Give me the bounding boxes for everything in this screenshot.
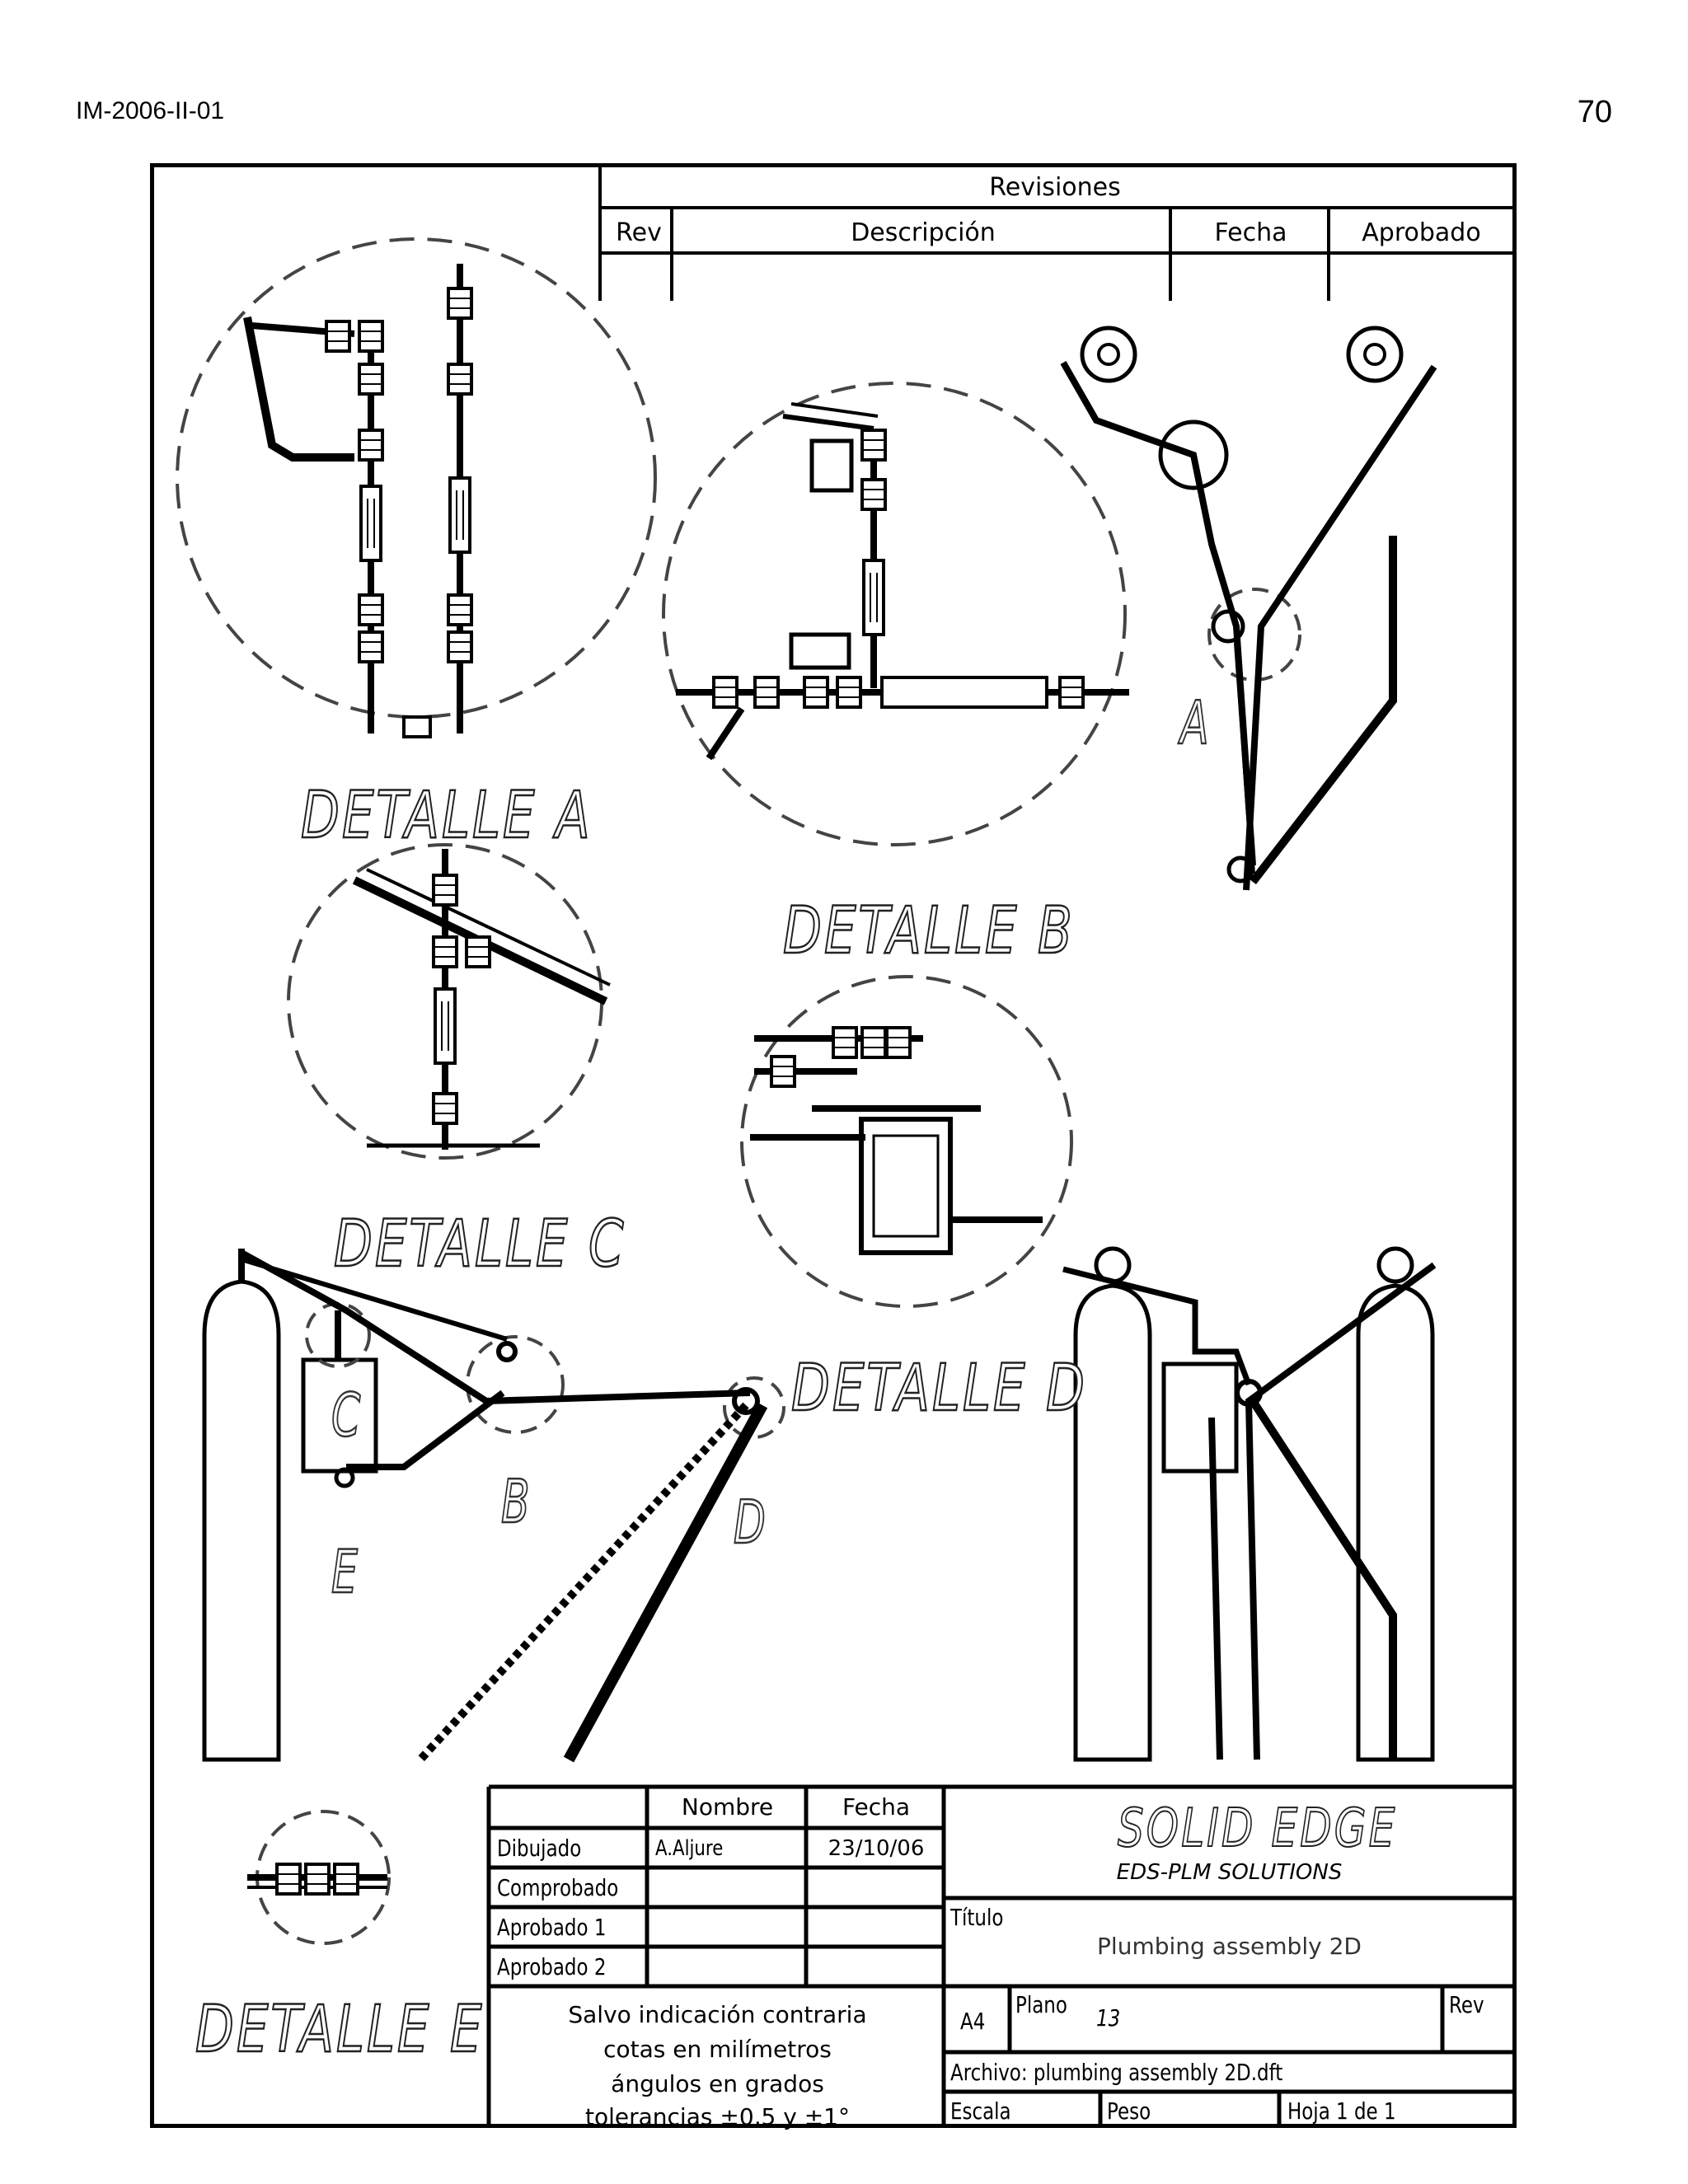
tb-archivo: Archivo: plumbing assembly 2D.dft — [950, 2059, 1283, 2086]
tb-row-nombre: A.Aljure — [655, 1836, 724, 1861]
detail-d-label: DETALLE D — [790, 1351, 1087, 1427]
revisions-col-fecha: Fecha — [1214, 218, 1287, 247]
tb-col-fecha: Fecha — [842, 1793, 911, 1821]
revisions-col-aprobado: Aprobado — [1362, 218, 1481, 247]
detail-b-label: DETALLE B — [782, 893, 1075, 970]
tb-plano-value: 13 — [1096, 2004, 1121, 2032]
callout-e: E — [331, 1536, 359, 1608]
detail-e-view — [247, 1810, 391, 1945]
top-view-assembly — [1060, 326, 1437, 891]
tb-hoja: Hoja 1 de 1 — [1287, 2097, 1396, 2125]
detail-c-label: DETALLE C — [333, 1207, 626, 1283]
tb-titulo-label: Título — [950, 1904, 1004, 1931]
page-number: 70 — [1577, 95, 1612, 129]
callout-d: D — [733, 1487, 767, 1558]
tb-note-line: Salvo indicación contraria — [568, 2001, 867, 2028]
tb-note-line: ángulos en grados — [611, 2070, 824, 2097]
tb-size: A4 — [960, 2008, 986, 2035]
document-id: IM-2006-II-01 — [76, 97, 225, 124]
revisions-title: Revisiones — [989, 173, 1121, 202]
tb-plano-label: Plano — [1015, 1991, 1067, 2018]
tb-rev-label: Rev — [1449, 1991, 1484, 2018]
tb-row-label: Dibujado — [497, 1835, 582, 1862]
callout-c: C — [331, 1380, 361, 1451]
revisions-col-rev: Rev — [616, 218, 662, 247]
tb-row-label: Comprobado — [497, 1874, 619, 1901]
revisions-table — [598, 163, 1515, 301]
tb-brand-subtitle: EDS-PLM SOLUTIONS — [1116, 1860, 1343, 1885]
side-view-assembly-left — [202, 1249, 785, 1763]
drawing-sheet — [150, 163, 1517, 2128]
callout-b: B — [500, 1466, 530, 1538]
tb-row-label: Aprobado 1 — [497, 1914, 607, 1941]
tb-escala-label: Escala — [950, 2097, 1011, 2125]
tb-row-fecha: 23/10/06 — [828, 1836, 925, 1861]
tb-titulo-value: Plumbing assembly 2D — [1097, 1933, 1362, 1960]
tb-note-line: tolerancias ±0,5 y ±1° — [585, 2103, 850, 2130]
title-block-frame — [486, 1784, 1515, 2126]
callout-a: A — [1179, 687, 1209, 759]
revisions-col-descripcion: Descripción — [851, 218, 996, 247]
tb-brand-logo: SOLID EDGE — [1117, 1797, 1398, 1860]
tb-peso-label: Peso — [1107, 2097, 1151, 2125]
detail-e-label: DETALLE E — [195, 1992, 485, 2069]
detail-a-view — [176, 237, 657, 738]
detail-b-view — [662, 382, 1129, 846]
detail-c-view — [287, 843, 611, 1160]
detail-a-label: DETALLE A — [300, 778, 593, 855]
side-view-assembly-right — [1062, 1246, 1437, 1762]
detail-d-view — [740, 975, 1073, 1308]
tb-note-line: cotas en milímetros — [603, 2036, 832, 2063]
tb-col-nombre: Nombre — [681, 1793, 774, 1821]
tb-row-label: Aprobado 2 — [497, 1953, 607, 1980]
